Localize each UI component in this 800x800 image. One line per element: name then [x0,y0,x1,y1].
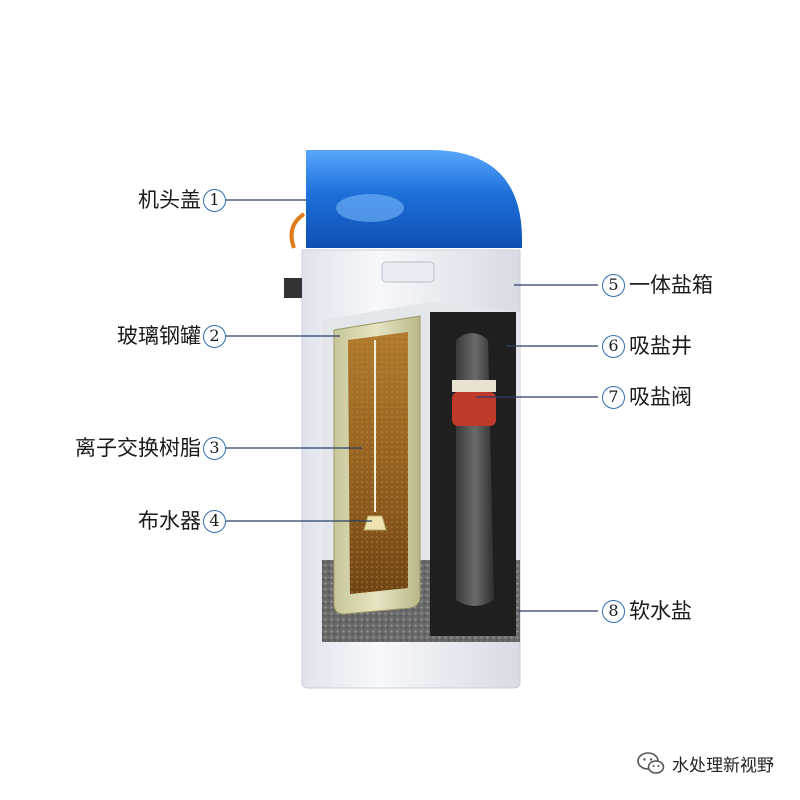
callout-4-text: 布水器 [138,509,201,533]
brine-well-tube [456,333,494,606]
drain-hose [289,212,306,249]
watermark-text: 水处理新视野 [672,755,774,776]
callout-6-number: 6 [602,334,625,358]
brine-valve [452,392,496,426]
cap-highlight [336,194,404,222]
callout-5-number: 5 [602,273,625,297]
callout-3-text: 离子交换树脂 [75,436,201,460]
callout-1-number: 1 [203,188,226,212]
callout-8-number: 8 [602,599,625,623]
callout-6-text: 吸盐井 [629,334,692,358]
callout-5-text: 一体盐箱 [629,273,713,297]
callout-2-number: 2 [203,324,226,348]
callout-1-text: 机头盖 [138,188,201,212]
distributor [363,515,387,531]
bypass-connector [284,278,302,298]
callout-2-text: 玻璃钢罐 [117,324,201,348]
wechat-icon [637,752,665,774]
lid-handle [381,261,435,283]
callout-8-text: 软水盐 [629,599,692,623]
watermark: 水处理新视野 [636,750,774,776]
leader-lines [226,199,598,612]
callout-7-text: 吸盐阀 [629,385,692,409]
callout-3-number: 3 [203,436,226,460]
head-cover [306,150,522,248]
callout-7-number: 7 [602,385,625,409]
callout-4-number: 4 [203,509,226,533]
